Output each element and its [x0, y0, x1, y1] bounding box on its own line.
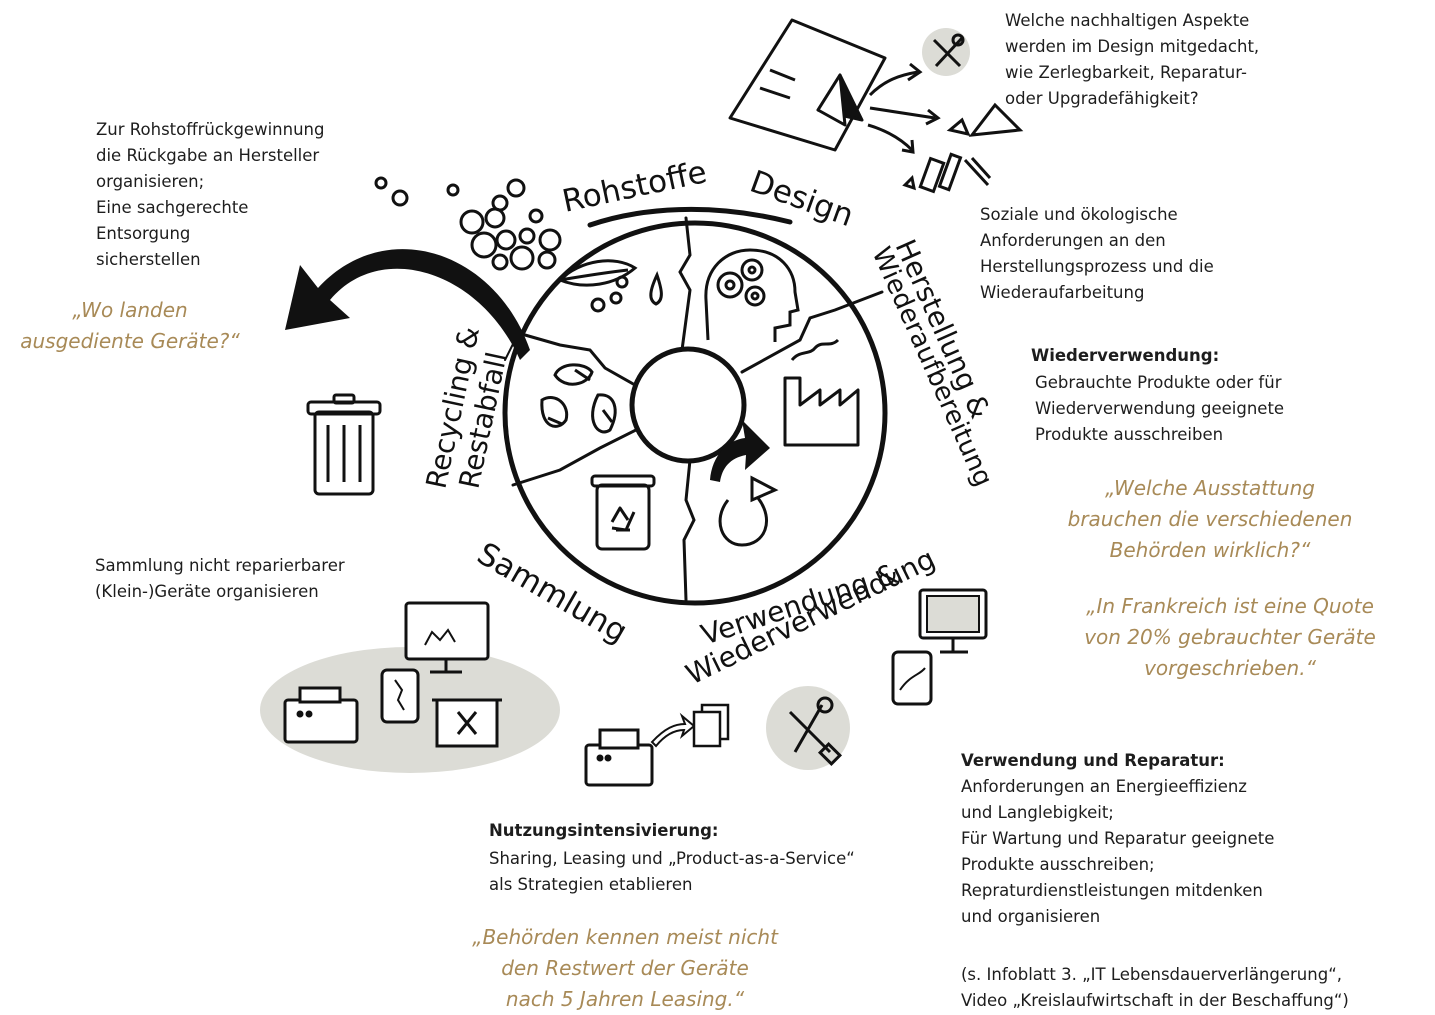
note-rohstoff: Zur Rohstoffrückgewinnung die Rückgabe a… — [96, 120, 325, 269]
recycling-bin-icon — [590, 474, 656, 551]
quote-geraete: „Wo landen ausgediente Geräte?“ — [20, 298, 240, 353]
note-wiederverwendung-text: Gebrauchte Produkte oder für Wiederverwe… — [1035, 373, 1285, 444]
device-monitor-icon — [404, 601, 490, 674]
trash-can-icon — [306, 393, 382, 496]
top-arc — [587, 206, 793, 228]
big-black-arrow — [285, 249, 530, 360]
device-crate-icon — [432, 698, 502, 748]
tablet-icon — [891, 650, 933, 706]
inner-cycle-arrow — [710, 420, 770, 482]
document-pyramid-icon — [728, 18, 887, 152]
stage-label-design: Design — [745, 164, 858, 234]
factory-icon — [783, 338, 860, 447]
device-tablet-icon — [380, 668, 420, 724]
pyramid-shapes-icon — [946, 102, 1024, 137]
design-arrows — [867, 62, 941, 154]
quote-leasing: „Behörden kennen meist nicht den Restwer… — [472, 925, 778, 1011]
note-nutzung-text: Sharing, Leasing und „Product-as-a-Servi… — [489, 849, 855, 894]
quote-frankreich: „In Frankreich ist eine Quote von 20% ge… — [1084, 594, 1376, 680]
printer-arrow — [650, 712, 696, 748]
note-wiederverwendung-title: Wiederverwendung: — [1031, 346, 1220, 365]
note-nutzung-title: Nutzungsintensivierung: — [489, 821, 719, 840]
quote-ausstattung: „Welche Ausstattung brauchen die verschi… — [1067, 476, 1353, 562]
raw-material-bubbles — [374, 176, 562, 271]
device-printer-icon — [283, 686, 359, 744]
tools-icon — [788, 696, 843, 767]
tools-top-icon — [932, 33, 965, 68]
note-reference: (s. Infoblatt 3. „IT Lebensdauerverlänge… — [961, 965, 1349, 1010]
note-design: Welche nachhaltigen Aspekte werden im De… — [1005, 11, 1260, 108]
printer-icon — [584, 728, 654, 787]
head-gears-icon — [704, 248, 800, 342]
stage-label-sammlung: Sammlung — [471, 536, 633, 651]
parts-icon — [902, 152, 992, 194]
recycle-stones-icon — [540, 363, 617, 434]
leaf-icon — [557, 259, 663, 313]
monitor-icon — [918, 588, 988, 654]
document-copies-icon — [692, 703, 730, 748]
note-reparatur-text: Anforderungen an Energieeffizienz und La… — [961, 777, 1275, 926]
note-sammlung: Sammlung nicht reparierbarer (Klein-)Ger… — [95, 556, 345, 601]
note-herstellung: Soziale und ökologische Anforderungen an… — [980, 205, 1214, 302]
cycle-arrow-icon — [718, 475, 779, 547]
note-reparatur-title: Verwendung und Reparatur: — [961, 751, 1225, 770]
